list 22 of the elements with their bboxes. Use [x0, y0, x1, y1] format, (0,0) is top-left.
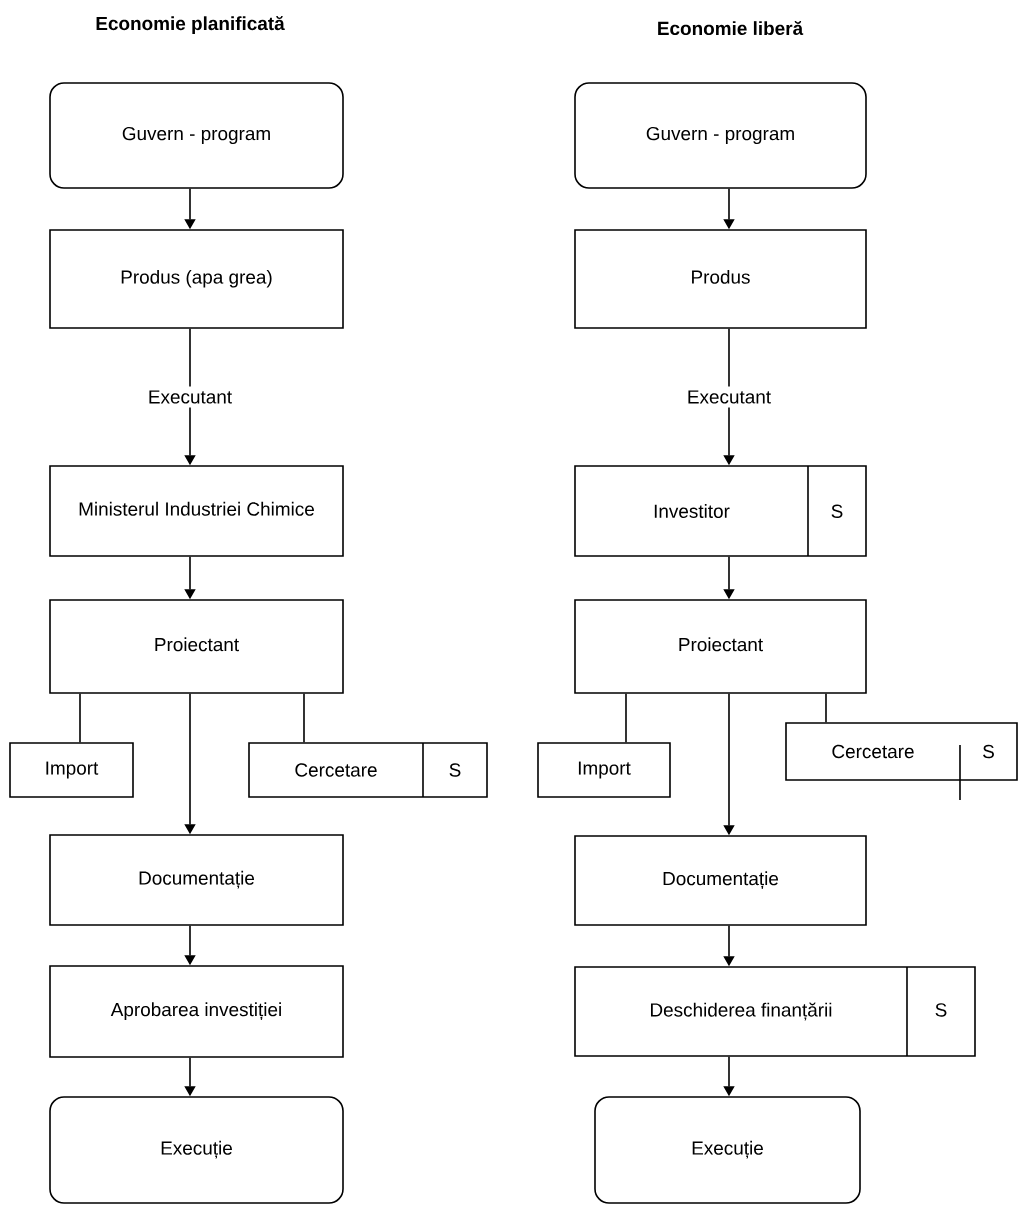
divided-box: Cercetare S [248, 742, 488, 798]
process-box: Import [537, 742, 671, 798]
divided-box: Deschiderea finanțării S [574, 966, 976, 1057]
divided-box: Investitor S [574, 465, 867, 557]
process-box: Produs [574, 229, 867, 329]
terminal-box: Execuție [594, 1096, 861, 1204]
process-box: Aprobarea investiției [49, 965, 344, 1058]
column-heading: Economie liberă [658, 20, 804, 36]
process-box: Produs (apa grea) [49, 229, 344, 329]
process-box: Import [9, 742, 134, 798]
process-box: Ministerul Industriei Chimice [49, 465, 344, 557]
edge-label: Executant [143, 386, 237, 408]
process-box: Documentație [574, 835, 867, 926]
process-box: Proiectant [49, 599, 344, 694]
terminal-box: Guvern - program [49, 82, 344, 189]
divided-box: Cercetare S [785, 722, 1018, 801]
edge-label: Executant [682, 386, 776, 408]
process-box: Proiectant [574, 599, 867, 694]
terminal-box: Guvern - program [574, 82, 867, 189]
terminal-box: Execuție [49, 1096, 344, 1204]
process-box: Documentație [49, 834, 344, 926]
column-heading: Economie planificată [96, 16, 285, 34]
